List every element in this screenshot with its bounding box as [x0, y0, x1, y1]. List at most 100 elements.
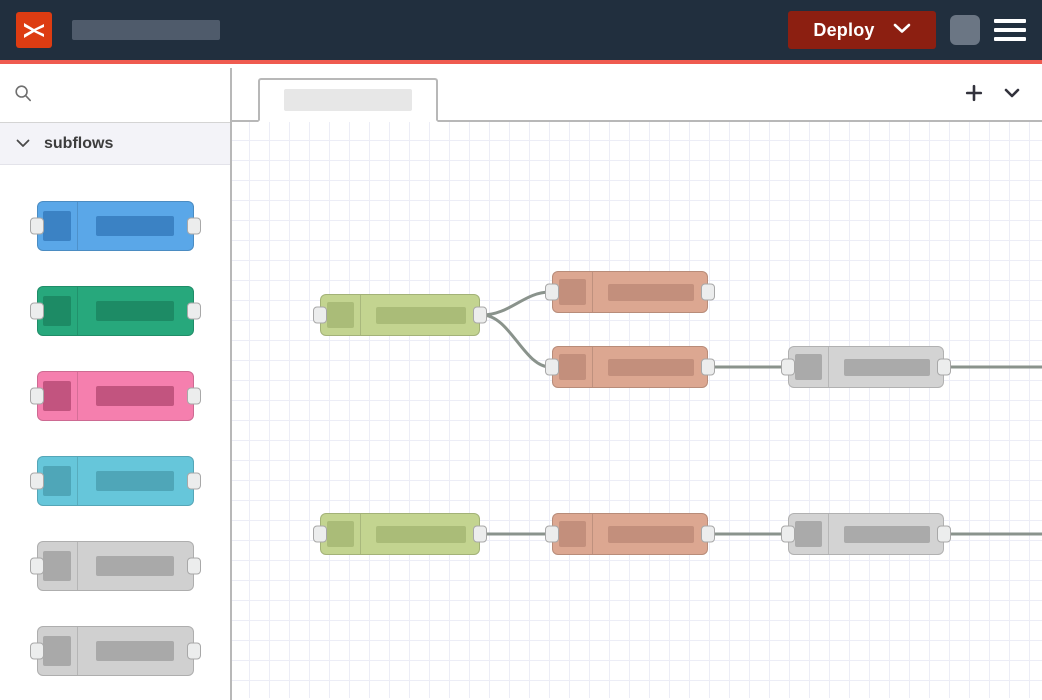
node-type-icon	[38, 286, 78, 335]
plus-icon[interactable]	[964, 83, 984, 108]
palette-node-list	[0, 165, 230, 693]
chevron-down-icon[interactable]	[893, 21, 911, 39]
canvas-node-green-2[interactable]	[313, 513, 487, 555]
node-type-icon	[321, 295, 361, 335]
node-type-icon	[553, 514, 593, 554]
node-icon-glyph	[43, 635, 71, 666]
node-icon-glyph	[43, 550, 71, 581]
palette-node-row	[0, 353, 230, 438]
canvas-node-grey-2[interactable]	[781, 513, 951, 555]
palette-search-bar[interactable]	[0, 68, 230, 123]
palette-node-row	[0, 523, 230, 608]
node-label-redacted	[376, 306, 466, 324]
node-icon-glyph	[795, 354, 822, 380]
palette-category-subflows[interactable]: subflows	[0, 123, 230, 165]
node-icon-glyph	[327, 521, 354, 547]
node-output-port[interactable]	[701, 525, 715, 543]
hamburger-menu-icon[interactable]	[994, 17, 1026, 43]
flow-title-redacted	[72, 20, 220, 40]
node-output-port[interactable]	[701, 283, 715, 301]
node-label-redacted	[376, 525, 466, 543]
menu-bar-3	[994, 37, 1026, 41]
flow-tab-bar	[232, 68, 1042, 122]
palette-node-row	[0, 608, 230, 693]
node-input-port[interactable]	[781, 358, 795, 376]
node-input-port[interactable]	[313, 525, 327, 543]
node-output-port[interactable]	[186, 557, 201, 574]
node-input-port[interactable]	[545, 358, 559, 376]
node-input-port[interactable]	[313, 306, 327, 324]
node-type-icon	[38, 371, 78, 420]
search-input[interactable]	[40, 87, 216, 103]
node-label-redacted	[95, 640, 174, 661]
user-avatar-placeholder-icon[interactable]	[950, 15, 980, 45]
palette-node-6[interactable]	[29, 625, 201, 676]
node-output-port[interactable]	[473, 525, 487, 543]
node-icon-glyph	[559, 279, 586, 305]
node-input-port[interactable]	[781, 525, 795, 543]
wire-layer	[481, 290, 1042, 536]
palette-node-3[interactable]	[29, 370, 201, 421]
palette-node-4[interactable]	[29, 455, 201, 506]
palette-node-2[interactable]	[29, 285, 201, 336]
node-output-port[interactable]	[701, 358, 715, 376]
tab-bar-actions	[964, 83, 1042, 120]
canvas-node-grey-1[interactable]	[781, 346, 951, 388]
node-type-icon	[38, 456, 78, 505]
workspace	[232, 68, 1042, 700]
node-input-port[interactable]	[29, 472, 44, 489]
node-type-icon	[321, 514, 361, 554]
palette-sidebar: subflows	[0, 68, 232, 700]
palette-node-row	[0, 268, 230, 353]
node-output-port[interactable]	[186, 642, 201, 659]
node-label-redacted	[608, 358, 694, 376]
node-input-port[interactable]	[29, 387, 44, 404]
node-type-icon	[553, 347, 593, 387]
canvas-node-salmon-3[interactable]	[545, 513, 715, 555]
palette-node-row	[0, 183, 230, 268]
app-header: Deploy	[0, 0, 1042, 64]
node-label-redacted	[95, 470, 174, 491]
node-input-port[interactable]	[29, 217, 44, 234]
canvas-node-salmon-1[interactable]	[545, 271, 715, 313]
node-label-redacted	[608, 525, 694, 543]
node-icon-glyph	[559, 354, 586, 380]
node-input-port[interactable]	[29, 302, 44, 319]
chevron-down-icon[interactable]	[1002, 86, 1022, 105]
menu-bar-2	[994, 28, 1026, 32]
node-input-port[interactable]	[545, 525, 559, 543]
node-output-port[interactable]	[937, 358, 951, 376]
node-icon-glyph	[327, 302, 354, 328]
node-icon-glyph	[795, 521, 822, 547]
node-input-port[interactable]	[545, 283, 559, 301]
node-icon-glyph	[43, 295, 71, 326]
chevron-down-icon	[16, 135, 30, 153]
node-output-port[interactable]	[473, 306, 487, 324]
node-output-port[interactable]	[186, 387, 201, 404]
node-output-port[interactable]	[186, 302, 201, 319]
node-type-icon	[789, 347, 829, 387]
node-icon-glyph	[43, 210, 71, 241]
node-label-redacted	[95, 555, 174, 576]
node-red-logo-icon[interactable]	[16, 12, 52, 48]
node-output-port[interactable]	[186, 217, 201, 234]
node-icon-glyph	[43, 465, 71, 496]
palette-node-1[interactable]	[29, 200, 201, 251]
header-actions: Deploy	[788, 11, 1042, 49]
node-input-port[interactable]	[29, 642, 44, 659]
node-output-port[interactable]	[186, 472, 201, 489]
tab-flow-active[interactable]	[258, 78, 438, 122]
wire-green1-to-salmon1[interactable]	[481, 290, 551, 317]
wire-green1-to-salmon2[interactable]	[481, 313, 551, 369]
palette-node-5[interactable]	[29, 540, 201, 591]
flow-canvas[interactable]	[232, 122, 1042, 698]
canvas-node-salmon-2[interactable]	[545, 346, 715, 388]
node-output-port[interactable]	[937, 525, 951, 543]
deploy-button-label: Deploy	[813, 19, 875, 40]
deploy-button[interactable]: Deploy	[788, 11, 936, 49]
node-type-icon	[553, 272, 593, 312]
canvas-node-green-1[interactable]	[313, 294, 487, 336]
search-icon	[14, 84, 32, 107]
node-input-port[interactable]	[29, 557, 44, 574]
